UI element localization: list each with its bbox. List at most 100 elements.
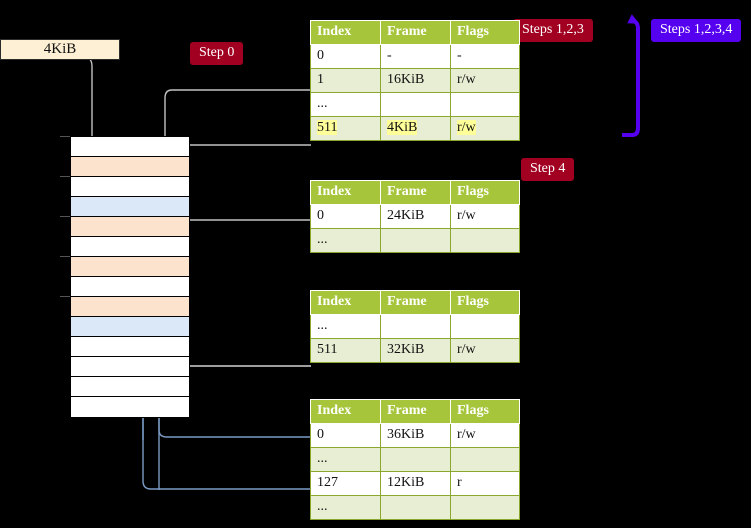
cell-index: 511 [310,116,381,141]
cell-index: ... [310,228,381,253]
cell-flags: - [450,44,520,69]
highlighted-value: r/w [457,120,476,135]
column-header-flags: Flags [450,180,520,205]
memory-row-7 [70,256,190,278]
cell-frame [380,92,451,117]
table-row: ... [310,495,520,520]
size-callout-box: 4KiB [0,39,120,60]
cell-index: 0 [310,423,381,448]
cell-flags: r/w [450,204,520,229]
column-header-index: Index [310,399,381,424]
column-header-index: Index [310,290,381,315]
table-row: ... [310,447,520,472]
memory-row-3 [70,176,190,198]
memory-row-8 [70,276,190,298]
cell-frame: - [380,44,451,69]
memory-row-13 [70,376,190,398]
column-header-flags: Flags [450,20,520,45]
memory-tick-9 [60,296,70,297]
column-header-frame: Frame [380,20,451,45]
memory-tick-5 [60,216,70,217]
column-header-frame: Frame [380,180,451,205]
column-header-index: Index [310,20,381,45]
cell-frame: 32KiB [380,338,451,363]
column-header-frame: Frame [380,399,451,424]
cell-index: 127 [310,471,381,496]
memory-tick-1 [60,136,70,137]
cell-index: ... [310,92,381,117]
column-header-index: Index [310,180,381,205]
memory-row-5 [70,216,190,238]
memory-tick-3 [60,176,70,177]
cell-index: 0 [310,44,381,69]
cell-frame: 24KiB [380,204,451,229]
cell-flags [450,92,520,117]
connector-t3r511-to-memory [170,312,311,367]
cell-frame: 12KiB [380,471,451,496]
steps-123-badge: Steps 1,2,3 [513,19,593,42]
cell-frame: 16KiB [380,68,451,93]
memory-row-6 [70,236,190,258]
memory-column [60,136,190,418]
cell-flags: r/w [450,423,520,448]
cell-frame [380,228,451,253]
cell-flags: r/w [450,116,520,141]
cell-flags [450,447,520,472]
cell-frame [380,495,451,520]
table-row: ... [310,228,520,253]
cell-flags [450,314,520,339]
table-row: 0-- [310,44,520,69]
cell-frame: 4KiB [380,116,451,141]
connector-t1r511-to-memory [177,144,311,160]
cell-index: 511 [310,338,381,363]
cell-index: ... [310,447,381,472]
cell-frame: 36KiB [380,423,451,448]
cell-flags: r/w [450,338,520,363]
memory-row-4 [70,196,190,218]
cell-frame [380,314,451,339]
memory-tick-7 [60,256,70,257]
cell-index: 1 [310,68,381,93]
column-header-frame: Frame [380,290,451,315]
highlighted-value: 511 [317,120,338,135]
table-row: 511 4KiB r/w [310,116,520,141]
highlighted-value: 4KiB [387,120,418,135]
memory-row-11 [70,336,190,358]
cell-index: 0 [310,204,381,229]
memory-row-10 [70,316,190,338]
memory-row-14 [70,396,190,418]
cell-flags [450,228,520,253]
step-4-badge: Step 4 [521,158,575,181]
purple-steps-bracket [622,14,640,137]
column-header-flags: Flags [450,399,520,424]
cell-frame [380,447,451,472]
step-0-badge: Step 0 [190,42,244,65]
connector-t2r0-to-memory [177,219,311,244]
table-row: ... [310,314,520,339]
cell-index: ... [310,314,381,339]
memory-row-9 [70,296,190,318]
cell-index: ... [310,495,381,520]
size-callout-label: 4KiB [43,41,77,57]
cell-flags: r [450,471,520,496]
cell-flags [450,495,520,520]
memory-row-12 [70,356,190,378]
memory-row-1 [70,136,190,158]
table-row: ... [310,92,520,117]
cell-flags: r/w [450,68,520,93]
steps-1234-badge: Steps 1,2,3,4 [651,19,742,42]
connector-t4r0-to-memory [158,415,311,438]
